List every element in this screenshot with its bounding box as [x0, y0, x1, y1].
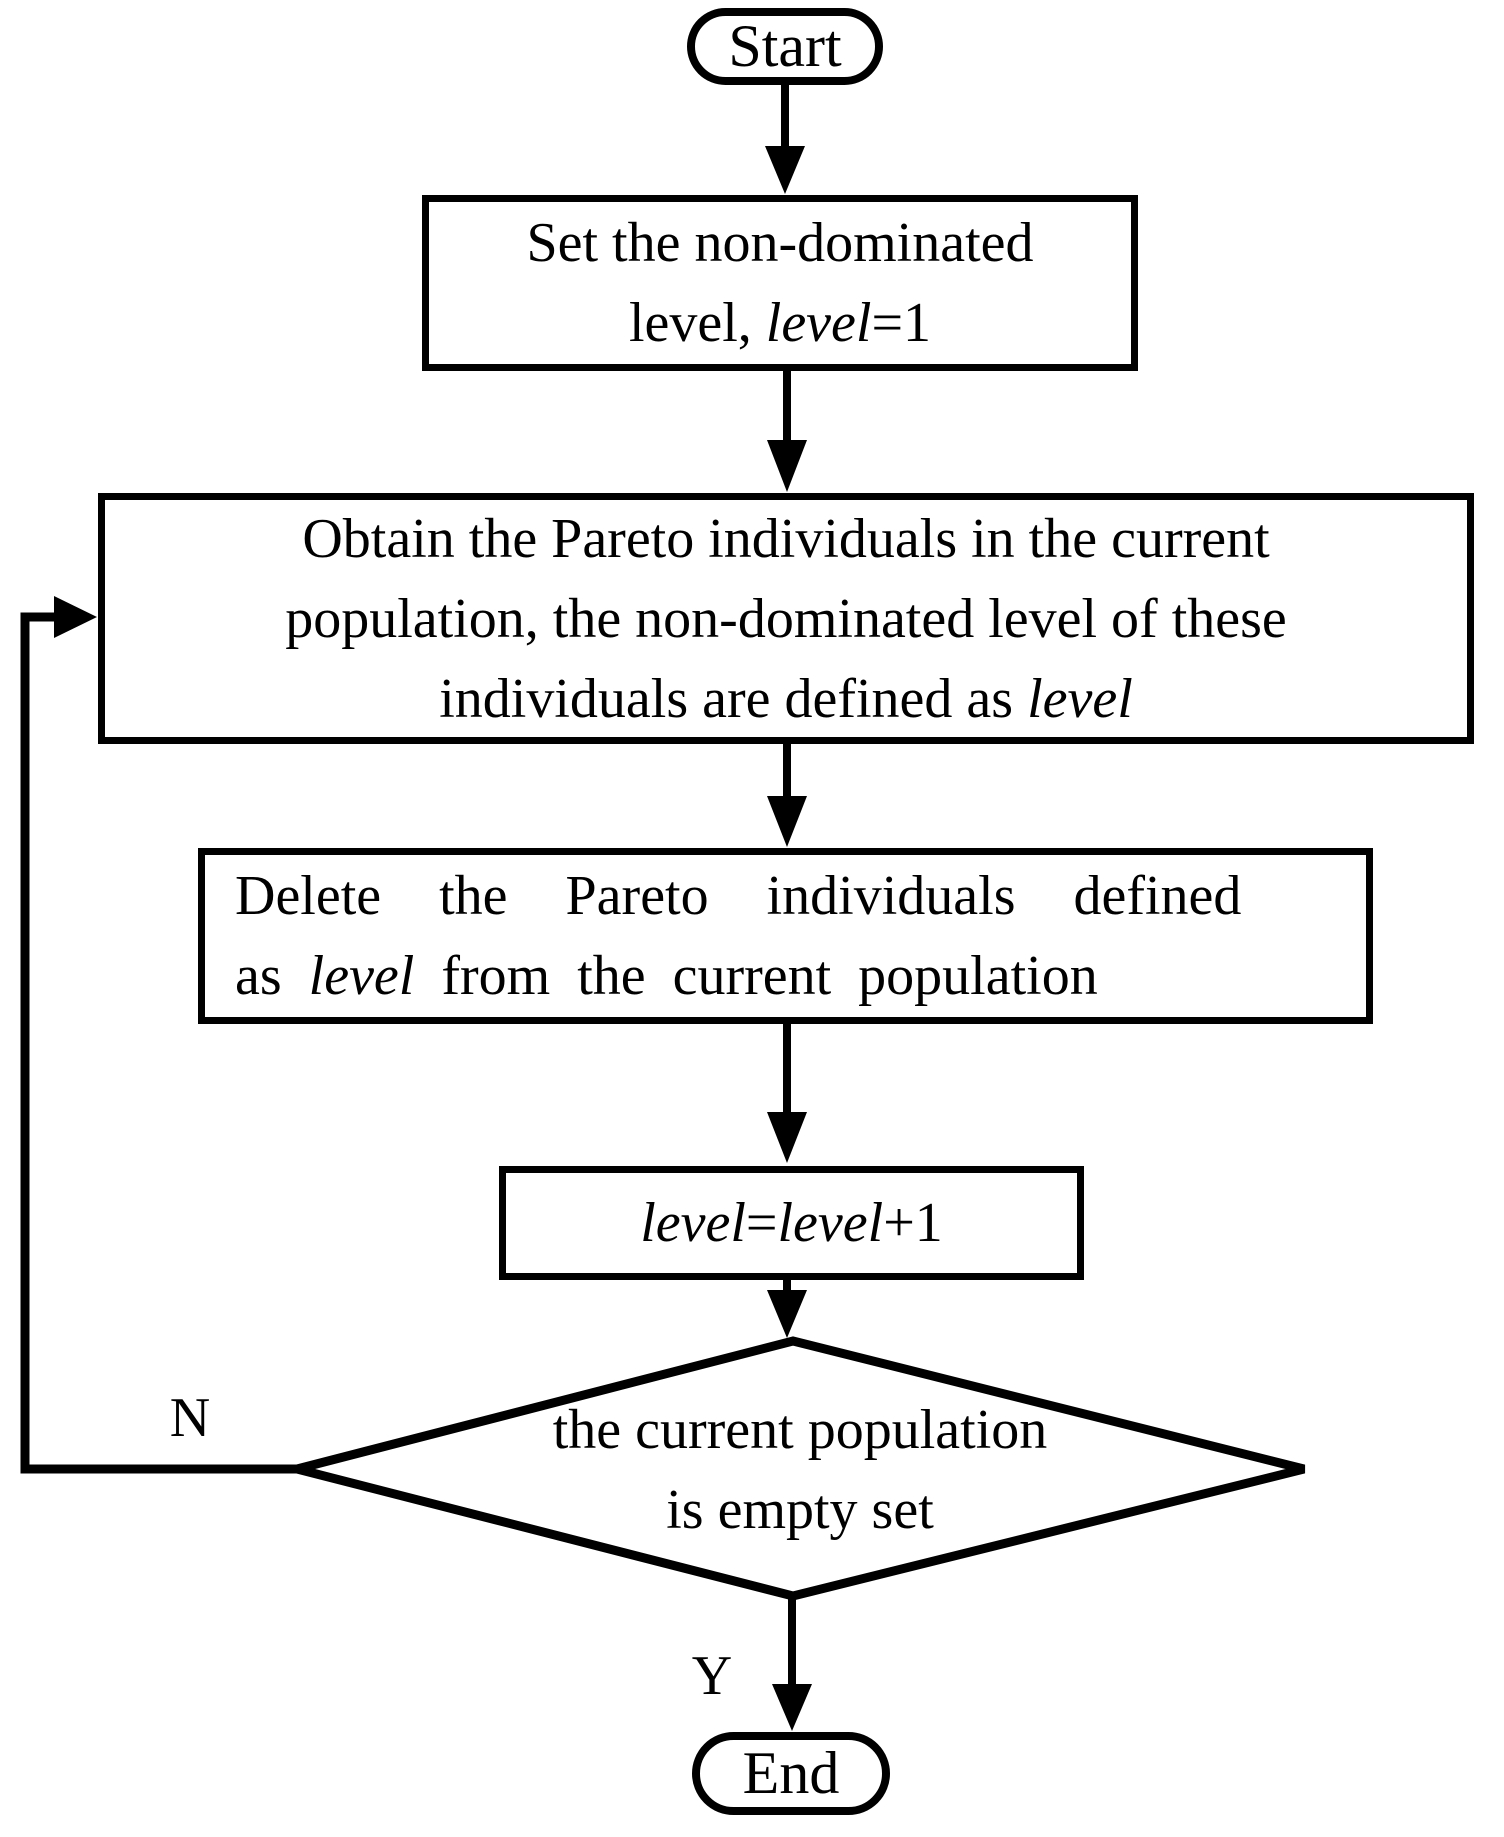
obtain-pareto-process: Obtain the Pareto individuals in the cur…	[98, 493, 1474, 744]
delete-pareto-line2: as level from the current population	[235, 945, 1098, 1007]
obtain-pareto-line3: individuals are defined as level	[439, 667, 1133, 730]
increment-level-process: level=level+1	[499, 1166, 1084, 1280]
start-terminator: Start	[687, 8, 883, 85]
empty-check-line1: the current population	[552, 1399, 1048, 1461]
set-level-process: Set the non-dominated level, level=1	[422, 195, 1138, 371]
start-label: Start	[728, 13, 842, 79]
level-variable: level	[777, 1192, 884, 1254]
level-variable: level	[640, 1192, 746, 1254]
loop-line-no-branch	[20, 612, 299, 1474]
arrowhead-set-level-to-obtain	[767, 440, 807, 492]
increment-level-expression: level=level+1	[640, 1192, 943, 1254]
no-branch-label: N	[169, 1387, 211, 1449]
empty-check-line2: is empty set	[666, 1479, 934, 1541]
level-variable: level	[1027, 667, 1133, 730]
arrowhead-start-to-set-level	[765, 146, 805, 194]
arrowhead-increment-to-decision	[767, 1290, 807, 1338]
obtain-pareto-line1: Obtain the Pareto individuals in the cur…	[302, 507, 1270, 570]
obtain-pareto-line2: population, the non-dominated level of t…	[285, 587, 1287, 650]
arrowhead-decision-to-end	[772, 1684, 812, 1731]
end-label: End	[742, 1740, 840, 1806]
arrowhead-delete-to-increment	[767, 1112, 807, 1163]
arrowhead-obtain-to-delete	[767, 796, 807, 847]
yes-branch-label: Y	[691, 1645, 733, 1707]
empty-check-decision-label: the current population is empty set	[350, 1390, 1250, 1550]
set-level-line2: level, level=1	[628, 292, 932, 354]
delete-pareto-process: Delete the Pareto individuals defined as…	[198, 848, 1373, 1024]
end-terminator: End	[692, 1732, 890, 1815]
set-level-line1: Set the non-dominated	[526, 212, 1034, 274]
level-variable: level	[308, 945, 415, 1007]
delete-pareto-line1: Delete the Pareto individuals defined	[235, 865, 1242, 927]
arrowhead-no-branch-into-obtain	[54, 596, 97, 638]
level-variable: level	[765, 292, 872, 354]
